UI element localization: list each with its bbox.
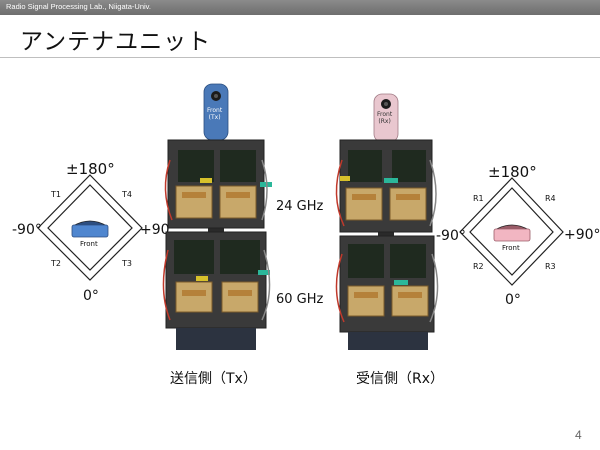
rx-left-angle: -90°	[436, 228, 466, 244]
tx-front-rect	[71, 224, 109, 238]
page-number: 4	[575, 428, 582, 442]
title-divider	[0, 57, 600, 58]
rx-front-rect	[493, 228, 531, 242]
rx-front-tag: Front (Rx)	[377, 111, 393, 125]
rx-corner-r2: R2	[473, 262, 484, 271]
rx-corner-r1: R1	[473, 194, 484, 203]
tx-top-angle: ±180°	[66, 160, 115, 178]
tx-front-tag: Front (Tx)	[207, 107, 223, 121]
rx-front-label: Front	[502, 244, 520, 252]
rx-corner-r3: R3	[545, 262, 556, 271]
tx-corner-t4: T4	[122, 190, 132, 199]
header-bar: Radio Signal Processing Lab., Niigata-Un…	[0, 0, 600, 15]
tx-left-angle: -90°	[12, 222, 42, 238]
tx-corner-t1: T1	[51, 190, 61, 199]
tx-outer-diamond	[37, 174, 143, 281]
tx-inner-diamond	[47, 184, 133, 271]
rx-right-angle: +90°	[564, 227, 600, 243]
tx-bottom-angle: 0°	[83, 288, 99, 304]
rx-caption: 受信側（Rx）	[356, 371, 445, 387]
rx-bottom-angle: 0°	[505, 292, 521, 308]
tx-corner-t3: T3	[122, 259, 132, 268]
band-label-24ghz: 24 GHz	[276, 199, 324, 214]
slide-title: アンテナユニット	[20, 29, 212, 55]
tx-corner-t2: T2	[51, 259, 61, 268]
rx-top-angle: ±180°	[488, 163, 537, 181]
rx-inner-diamond	[469, 187, 554, 276]
tx-caption: 送信側（Tx）	[170, 371, 257, 387]
band-label-60ghz: 60 GHz	[276, 292, 324, 307]
rx-outer-diamond	[459, 177, 564, 286]
lab-name: Radio Signal Processing Lab., Niigata-Un…	[6, 2, 151, 11]
tx-front-label: Front	[80, 240, 98, 248]
rx-corner-r4: R4	[545, 194, 556, 203]
